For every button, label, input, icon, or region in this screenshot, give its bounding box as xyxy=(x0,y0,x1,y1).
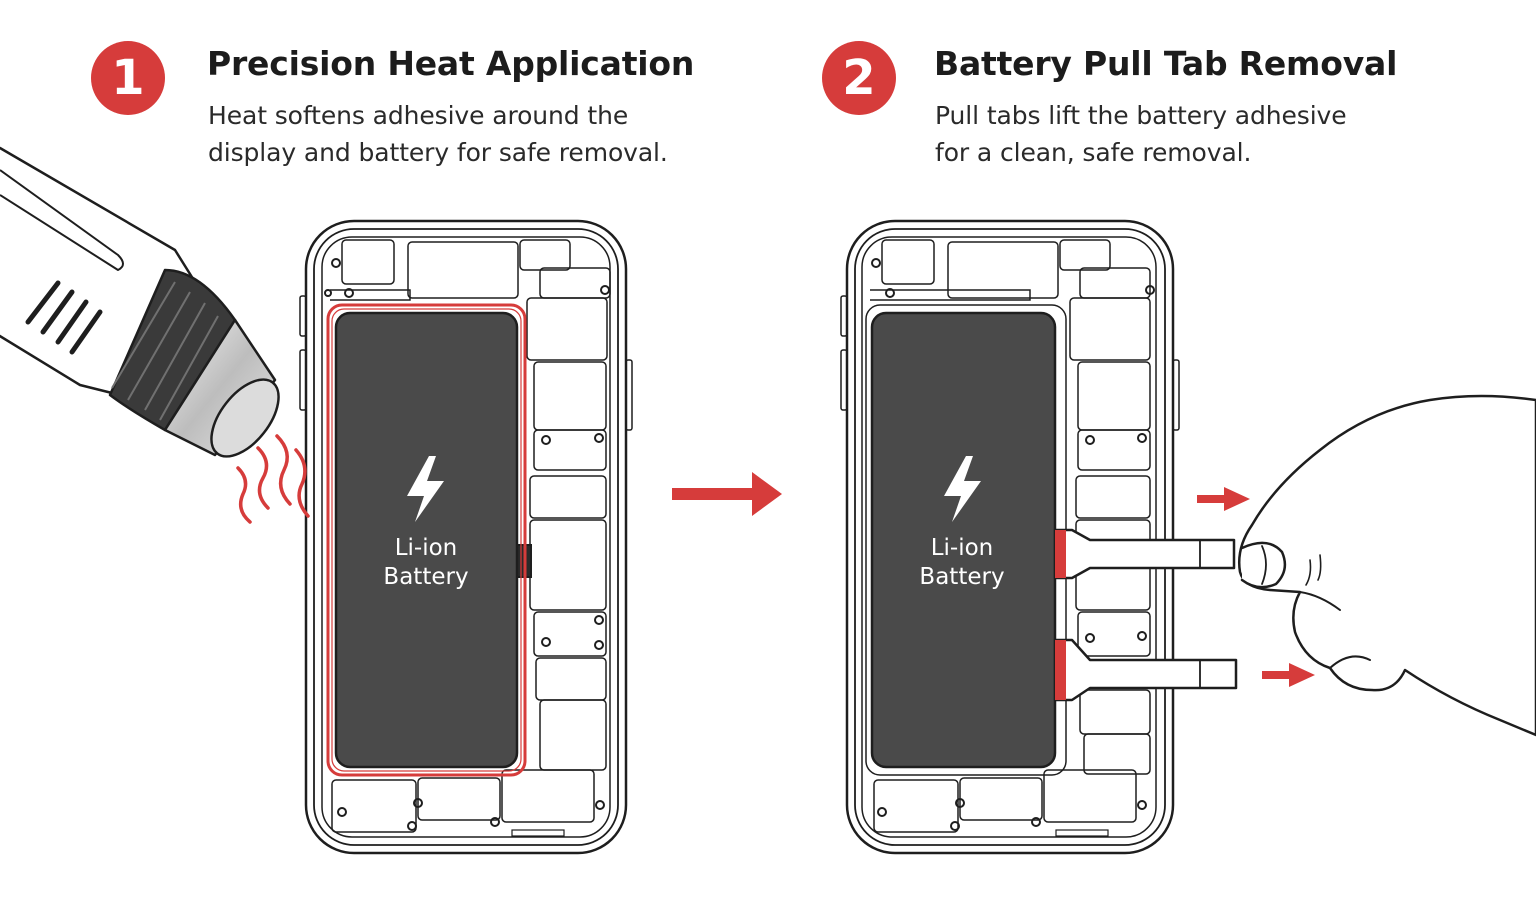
step-2-badge: 2 xyxy=(822,41,896,115)
heat-wave-icon xyxy=(236,434,310,524)
step-1-title: Precision Heat Application xyxy=(207,44,695,83)
battery-1-label: Li-ion Battery xyxy=(336,534,516,592)
arrow-right-icon xyxy=(1197,487,1315,687)
step-1-description-line-1: Heat softens adhesive around the xyxy=(208,101,629,130)
step-1-number: 1 xyxy=(111,50,145,106)
battery-1-label-line-1: Li-ion xyxy=(394,535,458,561)
adhesive-outline xyxy=(326,303,527,777)
step-1-description: Heat softens adhesive around the display… xyxy=(208,97,678,171)
step-2-description: Pull tabs lift the battery adhesive for … xyxy=(935,97,1405,171)
lightning-bolt-icon xyxy=(944,456,981,522)
step-1-badge: 1 xyxy=(91,41,165,115)
pull-tab-icon xyxy=(1053,528,1238,702)
phone-1 xyxy=(299,219,633,855)
step-1-description-line-2: display and battery for safe removal. xyxy=(208,138,668,167)
heat-gun-icon xyxy=(0,146,280,458)
step-2-title: Battery Pull Tab Removal xyxy=(934,44,1398,83)
battery-2-label-line-1: Li-ion xyxy=(930,535,994,561)
step-2-number: 2 xyxy=(842,50,876,106)
arrow-right-icon xyxy=(672,472,782,516)
battery-2-label: Li-ion Battery xyxy=(872,534,1052,592)
battery-1 xyxy=(334,311,519,769)
step-2-description-line-1: Pull tabs lift the battery adhesive xyxy=(935,101,1347,130)
hand-icon xyxy=(1238,394,1536,737)
battery-2-label-line-2: Battery xyxy=(919,564,1005,590)
lightning-bolt-icon xyxy=(407,456,444,522)
step-2-description-line-2: for a clean, safe removal. xyxy=(935,138,1252,167)
phone-2 xyxy=(840,219,1180,855)
battery-1-label-line-2: Battery xyxy=(383,564,469,590)
